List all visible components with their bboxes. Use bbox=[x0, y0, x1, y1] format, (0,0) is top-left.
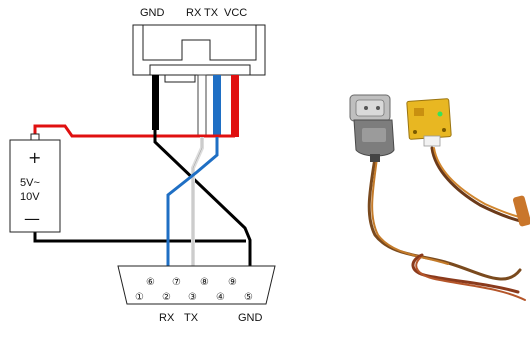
db9-pin-2: ② bbox=[162, 292, 171, 303]
cable-end-plug bbox=[512, 195, 530, 227]
db9-pin-8: ⑧ bbox=[200, 277, 209, 288]
battery-minus-sign: — bbox=[24, 209, 40, 228]
serial-db9-connector bbox=[349, 94, 395, 162]
header-label-vcc: VCC bbox=[224, 7, 247, 19]
db9-pin-7: ⑦ bbox=[172, 277, 181, 288]
bottom-label-tx: TX bbox=[184, 312, 199, 324]
battery-gnd-wire bbox=[33, 232, 246, 243]
rx-wire bbox=[166, 137, 219, 282]
db9-connector: ⑥ ⑦ ⑧ ⑨ ① ② ③ ④ ⑤ bbox=[117, 265, 276, 305]
vcc-wire bbox=[33, 124, 237, 138]
db9-pin-4: ④ bbox=[216, 292, 225, 303]
battery-plus-sign: + bbox=[28, 148, 41, 167]
header-connector bbox=[132, 24, 266, 83]
battery-voltage-line2: 10V bbox=[20, 191, 40, 203]
hardware-photo bbox=[349, 94, 530, 301]
header-label-tx: TX bbox=[204, 7, 219, 19]
gnd-wire-header bbox=[153, 130, 252, 282]
header-label-rx: RX bbox=[186, 7, 202, 19]
db9-pin-3: ③ bbox=[188, 292, 197, 303]
wiring-diagram: GND RX TX VCC + 5V~ 10V — ⑥ ⑦ ⑧ bbox=[9, 7, 276, 324]
multicolor-cable bbox=[367, 146, 527, 301]
db9-pin-5: ⑤ bbox=[244, 292, 253, 303]
header-wire-stubs bbox=[152, 74, 239, 138]
bottom-label-rx: RX bbox=[159, 312, 175, 324]
tx-wire-outline bbox=[192, 137, 203, 282]
bottom-label-gnd: GND bbox=[238, 312, 263, 324]
battery-voltage-line1: 5V~ bbox=[20, 177, 40, 189]
battery: + 5V~ 10V — bbox=[9, 133, 61, 233]
header-label-gnd: GND bbox=[140, 7, 165, 19]
db9-pin-6: ⑥ bbox=[146, 277, 155, 288]
db9-pin-1: ① bbox=[135, 292, 144, 303]
yellow-adapter-board bbox=[406, 98, 452, 147]
db9-pin-9: ⑨ bbox=[228, 277, 237, 288]
tx-wire bbox=[191, 137, 204, 282]
